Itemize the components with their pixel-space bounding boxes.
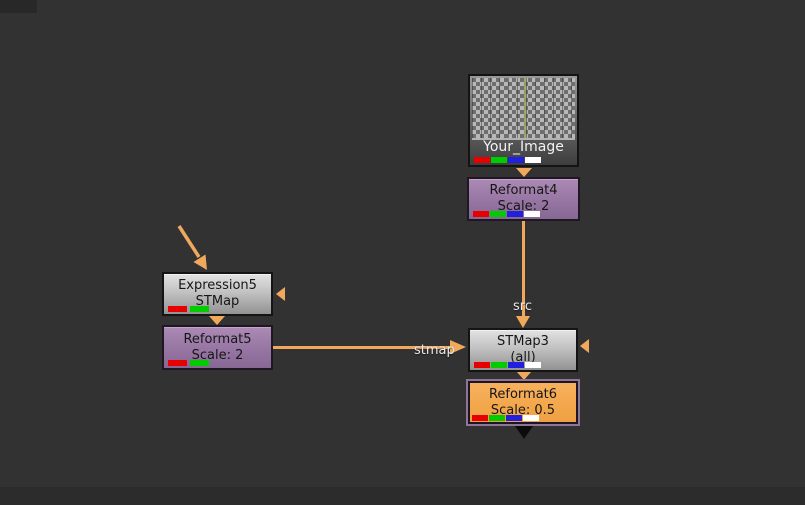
channel-chips [472, 415, 539, 421]
channel-chip-green-icon [490, 211, 506, 217]
node-title: Expression5 [178, 278, 257, 293]
wire-label-stmap: stmap [414, 343, 455, 358]
channel-chip-red-icon [474, 157, 490, 163]
channel-chip-green-icon [489, 415, 505, 421]
channel-chip-green-icon [491, 362, 507, 368]
node-reformat4[interactable]: Reformat4 Scale: 2 [467, 177, 580, 221]
output-arrow-your-image-icon[interactable] [516, 168, 532, 177]
channel-chip-white-icon [524, 211, 540, 217]
node-title: STMap3 [497, 334, 549, 349]
channel-chips [473, 211, 540, 217]
node-title: Reformat6 [488, 386, 558, 402]
channel-chip-white-icon [525, 157, 541, 163]
node-reformat6[interactable]: Reformat6 Scale: 0.5 [466, 379, 580, 426]
wire-stmap[interactable] [273, 346, 452, 349]
channel-chips [474, 157, 541, 163]
channel-chip-blue-icon [507, 211, 523, 217]
channel-chip-blue-icon [506, 415, 522, 421]
channel-chips [168, 306, 211, 312]
channel-chip-green-icon [190, 360, 209, 366]
channel-chip-red-icon [473, 211, 489, 217]
image-thumbnail-checkerboard [472, 78, 575, 140]
node-expression5[interactable]: Expression5 STMap [162, 272, 273, 316]
channel-chip-red-icon [168, 306, 187, 312]
node-your-image[interactable]: Your_Image [468, 74, 579, 167]
node-title: Reformat4 [489, 183, 558, 198]
channel-chip-blue-icon [508, 362, 524, 368]
bottom-bar [0, 487, 805, 505]
wire-src[interactable] [522, 221, 525, 317]
channel-chip-white-icon [523, 415, 539, 421]
side-input-arrow-expression5-icon[interactable] [276, 287, 285, 301]
channel-chips [168, 360, 211, 366]
channel-chips [474, 362, 541, 368]
channel-chip-white-icon [525, 362, 541, 368]
channel-chip-red-icon [168, 360, 187, 366]
channel-chip-green-icon [491, 157, 507, 163]
output-arrow-reformat6-icon[interactable] [515, 426, 533, 439]
node-title: Your_Image [483, 139, 564, 155]
top-left-panel [0, 0, 37, 13]
output-arrow-stmap3-icon[interactable] [516, 371, 532, 380]
output-arrow-expression5-icon[interactable] [209, 316, 225, 325]
side-input-arrow-stmap3-icon[interactable] [580, 339, 589, 353]
node-stmap3[interactable]: STMap3 (all) [468, 328, 578, 372]
channel-chip-green-icon [190, 306, 209, 312]
channel-chip-red-icon [474, 362, 490, 368]
channel-chip-blue-icon [508, 157, 524, 163]
channel-chip-red-icon [472, 415, 488, 421]
node-title: Reformat5 [183, 331, 252, 347]
wire-src-arrowhead-icon[interactable] [516, 316, 530, 328]
node-reformat5[interactable]: Reformat5 Scale: 2 [162, 325, 273, 370]
wire-stmap-arrowhead-icon[interactable] [450, 340, 466, 354]
wire-label-src: src [513, 299, 532, 314]
